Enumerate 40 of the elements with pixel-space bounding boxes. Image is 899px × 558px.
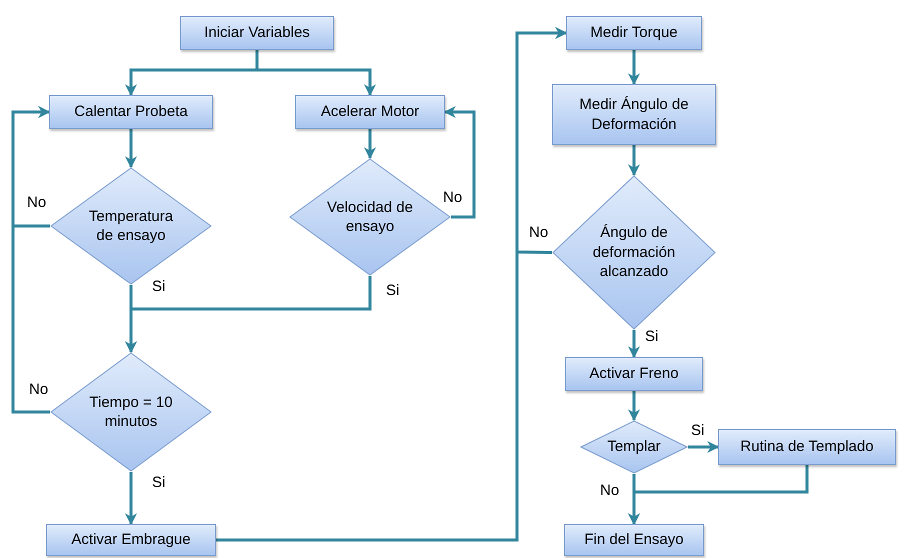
arrow <box>628 50 640 86</box>
node-text: Medir Ángulo de Deformación <box>578 95 690 134</box>
process-box <box>565 357 703 391</box>
arrow <box>125 472 137 526</box>
node-text: Acelerar Motor <box>320 102 420 122</box>
process-box <box>180 16 334 50</box>
arrow <box>125 276 372 354</box>
process-box <box>552 84 716 145</box>
decision-diamond <box>580 420 688 474</box>
arrow <box>628 465 808 526</box>
process-box <box>49 95 213 129</box>
arrow <box>444 106 476 218</box>
node-text: Temperatura de ensayo <box>88 206 174 246</box>
node-text: Velocidad de ensayo <box>326 198 414 236</box>
process-box <box>46 524 216 556</box>
process-box <box>295 95 445 129</box>
arrow <box>628 330 640 358</box>
node-text: Medir Torque <box>589 23 679 43</box>
arrow <box>12 106 50 414</box>
node-text: Rutina de Templado <box>739 437 875 457</box>
node-text: Fin del Ensayo <box>583 530 685 550</box>
arrow <box>125 129 137 168</box>
process-box <box>566 16 702 50</box>
node-text: Activar Embrague <box>70 530 192 550</box>
decision-diamond <box>552 175 716 330</box>
decision-diamond <box>50 352 212 472</box>
node-text: Tiempo = 10 minutos <box>88 392 174 432</box>
node-text: Activar Freno <box>588 364 680 384</box>
node-text: Ángulo de deformación alcanzado <box>592 223 676 282</box>
arrow <box>364 129 376 160</box>
process-box <box>564 524 704 556</box>
arrow <box>516 27 568 254</box>
process-box <box>718 429 896 465</box>
node-text: Calentar Probeta <box>73 102 189 122</box>
arrow <box>628 145 640 176</box>
node-text: Iniciar Variables <box>203 23 311 43</box>
arrow <box>628 391 640 422</box>
arrow <box>688 441 720 453</box>
node-text: Templar <box>607 437 661 457</box>
arrow <box>256 50 376 96</box>
